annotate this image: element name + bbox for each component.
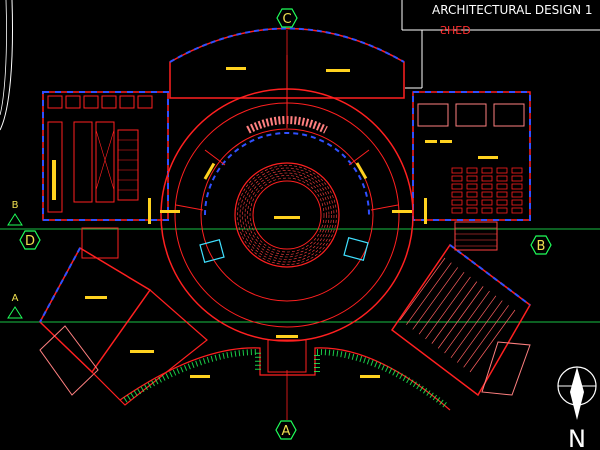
grid-marker-bottom-label: A [282,424,291,439]
title-sub: SHED [440,23,471,36]
grid-marker-top: C [276,8,298,28]
north-label: N [568,425,586,450]
grid-marker-bottom: A [275,420,297,440]
north-arrow: N [557,366,597,450]
right-wing-desks [425,140,498,159]
north-arrow-needle [570,367,584,420]
plaza-paving-left [123,348,261,403]
left-lower-vestibule [81,227,119,259]
left-lower-seating [39,325,99,396]
left-lower-wing [39,246,152,374]
stair-right [343,236,369,262]
grid-marker-top-label: C [282,12,291,27]
entrance-lobby [267,339,307,373]
right-wing-seating-top [417,103,525,127]
rotunda-labels [148,162,427,224]
bottom-plaza-outline [119,347,451,411]
auditorium-outer [234,162,340,268]
plaza-label-left [190,375,210,378]
right-lower-glazing [449,244,531,306]
grid-marker-left-label: D [25,234,35,249]
right-stair-treads [455,227,497,247]
left-wing-rooms [47,95,153,213]
entrance-label [276,335,298,338]
auditorium-seat-rings [237,165,337,265]
top-hall-label-right [326,69,350,72]
stair-left [199,238,225,264]
left-lower-label [85,296,107,299]
rotunda-ring-2 [174,102,400,328]
rotunda-glazing-ring [204,132,370,216]
right-lower-seat-rows [399,257,516,373]
section-marker-lower: A [7,293,23,319]
right-wing-outline [412,91,531,221]
right-lower-side-room [481,341,531,396]
right-lower-wing [390,243,531,397]
grid-marker-right-label: B [537,239,546,254]
title-heading: ARCHITECTURAL DESIGN 1 [432,3,593,17]
plaza-paving-right [314,348,447,408]
left-wing-glazing [42,91,169,221]
grid-marker-right: B [530,235,552,255]
left-lower-annex-label [130,350,154,353]
rotunda-radial-walls [175,98,399,211]
grid-marker-left: D [19,230,41,250]
auditorium-inner [252,180,322,250]
site-boundary-line-2 [0,0,7,116]
right-wing-desk-grid [451,167,523,214]
plaza-label-right [360,375,380,378]
site-boundary-line [0,0,13,131]
stage-label [274,216,300,219]
section-marker-upper-label: B [12,200,19,211]
right-stair-block [454,221,498,251]
left-wing-marker [52,160,56,200]
rotunda-outer-ring [160,88,414,342]
rotunda-ring-3 [200,128,374,302]
top-hall-label-left [226,67,246,70]
right-wing-glazing [412,91,531,221]
section-marker-lower-label: A [12,293,19,304]
section-marker-upper: B [7,200,23,226]
left-wing-stair [95,129,138,191]
